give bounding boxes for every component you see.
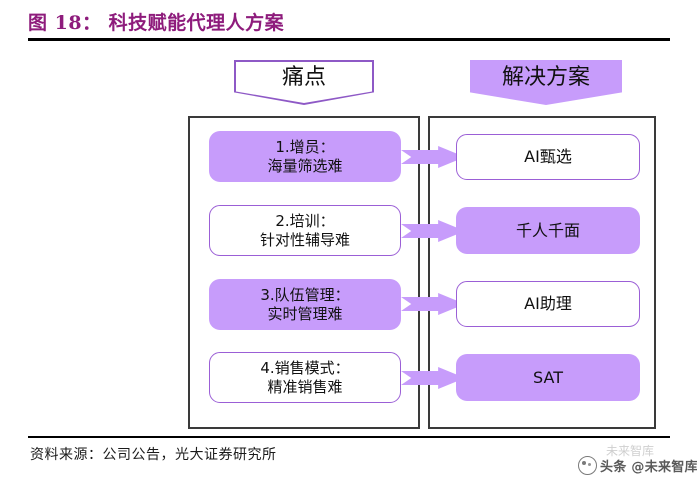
solution-item-3[interactable]: AI助理: [456, 281, 640, 327]
watermark-ghost-text: 未来智库: [606, 444, 655, 458]
pain-point-3-line1: 3.队伍管理：: [260, 286, 350, 305]
pain-point-1-line2: 海量筛选难: [267, 156, 343, 175]
title-divider-top: [28, 38, 670, 41]
solution-item-1[interactable]: AI甄选: [456, 134, 640, 180]
pain-point-2-line2: 针对性辅导难: [259, 230, 350, 249]
watermark-logo-icon: [578, 456, 597, 475]
pain-point-3-line2: 实时管理难: [267, 304, 343, 323]
arrow-2-icon: [401, 220, 465, 242]
pain-header: 痛点: [234, 60, 374, 105]
pain-point-2-line1: 2.培训：: [275, 212, 335, 231]
solution-header: 解决方案: [470, 60, 622, 105]
source-note: 资料来源：公司公告，光大证券研究所: [30, 447, 277, 463]
solution-3-label: AI助理: [524, 294, 572, 314]
pain-header-label: 痛点: [281, 65, 326, 90]
arrow-3-icon: [401, 293, 465, 315]
source-divider-bottom: [28, 436, 670, 438]
watermark: 头条 @未来智库: [578, 456, 697, 475]
pain-point-1-line1: 1.增员：: [275, 138, 335, 157]
watermark-text: 头条 @未来智库: [600, 460, 697, 475]
arrow-4-icon: [401, 367, 465, 389]
pain-point-item-4[interactable]: 4.销售模式： 精准销售难: [209, 352, 401, 403]
page-title: 图 18： 科技赋能代理人方案: [28, 12, 285, 34]
pain-point-item-1[interactable]: 1.增员： 海量筛选难: [209, 131, 401, 182]
pain-point-item-2[interactable]: 2.培训： 针对性辅导难: [209, 205, 401, 256]
solution-2-label: 千人千面: [515, 220, 580, 240]
solution-item-2[interactable]: 千人千面: [456, 207, 640, 254]
solution-header-label: 解决方案: [501, 65, 590, 90]
solution-1-label: AI甄选: [524, 147, 572, 167]
arrow-1-icon: [401, 146, 465, 168]
solution-item-4[interactable]: SAT: [456, 354, 640, 401]
pain-point-item-3[interactable]: 3.队伍管理： 实时管理难: [209, 279, 401, 330]
solution-4-label: SAT: [533, 367, 563, 387]
pain-point-4-line2: 精准销售难: [267, 377, 343, 396]
pain-point-4-line1: 4.销售模式：: [260, 359, 350, 378]
